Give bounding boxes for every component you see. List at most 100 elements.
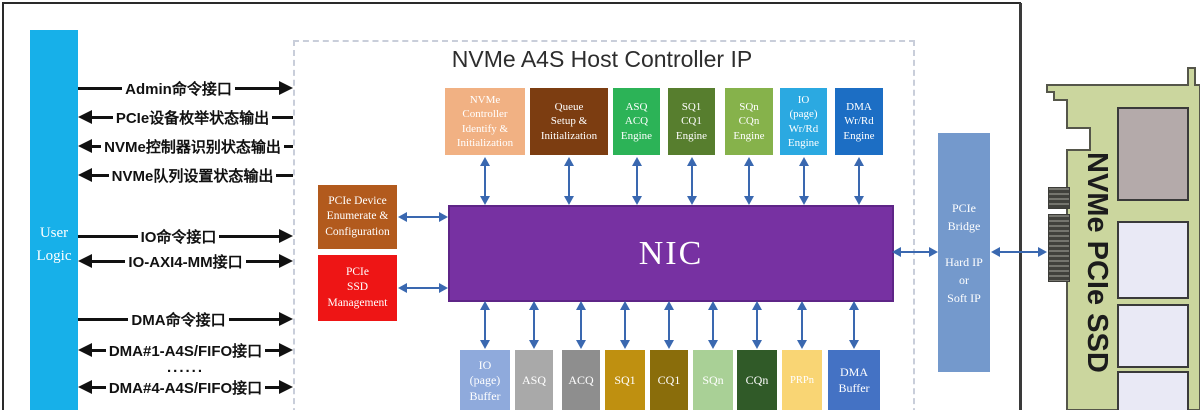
host-controller-ip-container — [293, 40, 915, 410]
io-line — [234, 86, 280, 90]
box-acq: ACQ — [562, 350, 600, 410]
box-dma-wrrd-engine: DMA Wr/Rd Engine — [835, 88, 883, 155]
vertical-arrow-icon — [848, 301, 859, 349]
vertical-arrow-icon — [751, 301, 762, 349]
box-dma-buffer: DMA Buffer — [828, 350, 880, 410]
arrowhead-left-icon — [78, 168, 92, 182]
box-cqn: CQn — [737, 350, 777, 410]
vertical-arrow-icon — [663, 301, 674, 349]
io-row-label: IO-AXI4-MM接口 — [128, 253, 243, 271]
io-row-dma4-fifo: DMA#4-A4S/FIFO接口 — [78, 377, 294, 397]
arrowhead-right-icon — [279, 380, 294, 394]
horizontal-arrow-icon — [892, 246, 938, 257]
arrowhead-left-icon — [78, 343, 92, 357]
io-row-label: NVMe队列设置状态输出 — [111, 167, 274, 185]
arrowhead-left-icon — [78, 110, 92, 124]
io-row-ellipsis: ...... — [78, 357, 293, 377]
vertical-arrow-icon — [796, 301, 807, 349]
io-row-dma1-fifo: DMA#1-A4S/FIFO接口 — [78, 340, 294, 360]
frame-top-border — [2, 2, 1021, 4]
horizontal-arrow-icon — [398, 211, 448, 222]
box-nic: NIC — [448, 205, 894, 302]
arrowhead-right-icon — [279, 81, 294, 95]
io-line — [92, 115, 113, 119]
io-row-label: NVMe控制器识别状态输出 — [104, 138, 281, 156]
io-line — [228, 317, 280, 321]
box-sqn-cqn-engine: SQn CQn Engine — [725, 88, 773, 155]
nvme-pcie-ssd-card: NVMe PCIe SSD — [1046, 67, 1200, 410]
horizontal-arrow-icon — [991, 246, 1047, 257]
frame-right-border — [1019, 3, 1022, 410]
io-line — [78, 86, 123, 90]
vertical-arrow-icon — [479, 301, 490, 349]
ssd-chip — [1117, 371, 1189, 410]
io-row-dma-cmd: DMA命令接口 — [78, 309, 294, 329]
io-line — [92, 348, 106, 352]
vertical-arrow-icon — [686, 157, 697, 205]
user-logic-label: User Logic — [36, 225, 72, 265]
io-line — [276, 173, 293, 177]
io-row-label: IO命令接口 — [140, 228, 217, 246]
frame-left-border — [2, 2, 4, 410]
io-row-io-cmd: IO命令接口 — [78, 226, 293, 246]
vertical-arrow-icon — [575, 301, 586, 349]
io-line — [78, 317, 129, 321]
io-line — [283, 144, 293, 148]
vertical-arrow-icon — [798, 157, 809, 205]
arrowhead-right-icon — [279, 254, 294, 268]
arrowhead-left-icon — [78, 380, 92, 394]
io-row-label: ...... — [166, 358, 204, 376]
box-io-page-buffer: IO (page) Buffer — [460, 350, 510, 410]
arrowhead-left-icon — [78, 254, 92, 268]
io-row-label: DMA命令接口 — [131, 311, 226, 329]
ssd-chip-large — [1117, 107, 1189, 201]
box-asq: ASQ — [515, 350, 553, 410]
box-asq-acq-engine: ASQ ACQ Engine — [613, 88, 660, 155]
arrowhead-left-icon — [78, 139, 92, 153]
io-line — [265, 348, 280, 352]
io-line — [219, 234, 279, 238]
io-row-nvme-identify-status: NVMe控制器识别状态输出 — [78, 136, 293, 156]
vertical-arrow-icon — [619, 301, 630, 349]
io-line — [92, 385, 106, 389]
box-io-page-wrrd-engine: IO (page) Wr/Rd Engine — [780, 88, 827, 155]
io-line — [92, 259, 126, 263]
io-row-label: Admin命令接口 — [125, 80, 232, 98]
box-sq1-cq1-engine: SQ1 CQ1 Engine — [668, 88, 715, 155]
io-line — [92, 173, 109, 177]
arrowhead-right-icon — [279, 343, 294, 357]
io-row-io-axi4-mm: IO-AXI4-MM接口 — [78, 251, 294, 271]
vertical-arrow-icon — [631, 157, 642, 205]
user-logic-block: User Logic — [30, 30, 78, 410]
box-pcie-device-enumerate: PCIe Device Enumerate & Configuration — [318, 185, 397, 249]
vertical-arrow-icon — [707, 301, 718, 349]
vertical-arrow-icon — [743, 157, 754, 205]
io-row-nvme-queue-status: NVMe队列设置状态输出 — [78, 165, 293, 185]
vertical-arrow-icon — [528, 301, 539, 349]
io-line — [78, 234, 138, 238]
io-line — [245, 259, 280, 263]
box-queue-setup: Queue Setup & Initialization — [530, 88, 608, 155]
arrowhead-right-icon — [279, 312, 294, 326]
vertical-arrow-icon — [853, 157, 864, 205]
vertical-arrow-icon — [563, 157, 574, 205]
io-row-label: DMA#1-A4S/FIFO接口 — [108, 342, 263, 360]
box-prpn: PRPn — [782, 350, 822, 410]
arrowhead-right-icon — [279, 229, 293, 243]
box-cq1: CQ1 — [650, 350, 688, 410]
diagram-title: NVMe A4S Host Controller IP — [451, 46, 753, 72]
io-row-label: DMA#4-A4S/FIFO接口 — [108, 379, 263, 397]
io-line — [92, 144, 102, 148]
box-sqn: SQn — [693, 350, 733, 410]
ssd-connector-fingers — [1048, 187, 1070, 209]
io-row-pcie-enum-status: PCIe设备枚举状态输出 — [78, 107, 294, 127]
io-row-admin-cmd: Admin命令接口 — [78, 78, 294, 98]
io-row-label: PCIe设备枚举状态输出 — [115, 109, 270, 127]
horizontal-arrow-icon — [398, 282, 448, 293]
box-pcie-bridge: PCIe Bridge Hard IP or Soft IP — [938, 133, 990, 372]
ssd-chip — [1117, 221, 1189, 299]
ssd-chip — [1117, 304, 1189, 368]
box-nvme-controller-identify: NVMe Controller Identify & Initializatio… — [445, 88, 525, 155]
ssd-connector-fingers — [1048, 214, 1070, 282]
